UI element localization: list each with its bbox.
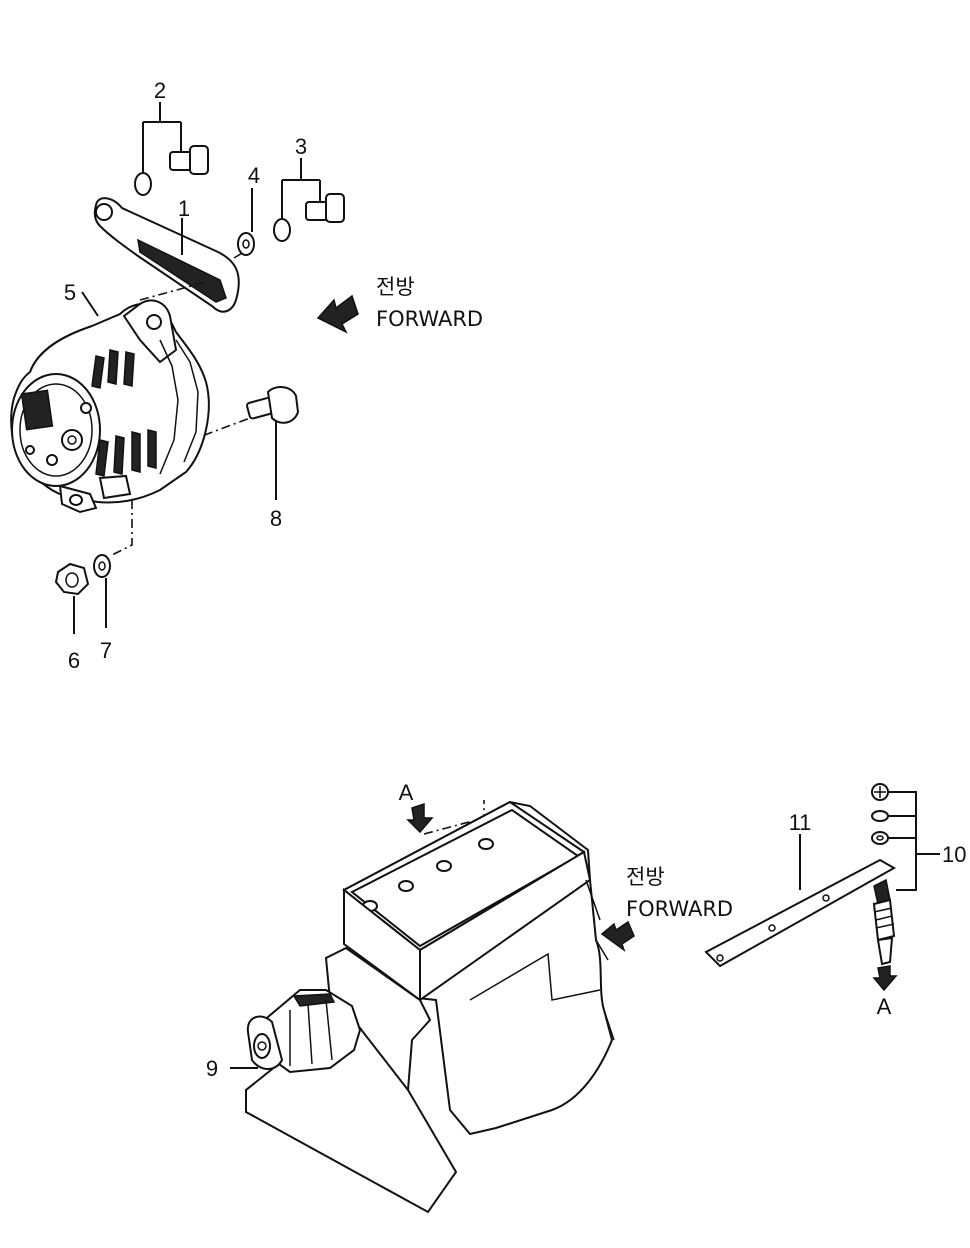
callout-10: 10 — [942, 842, 966, 867]
glow-plug-connector-11 — [704, 834, 897, 968]
bolt-8 — [246, 386, 300, 500]
glow-plug-set-10 — [871, 783, 940, 992]
callout-2: 2 — [154, 78, 166, 103]
alternator-5 — [10, 291, 210, 514]
forward-label-korean-bottom: 전방 — [626, 865, 665, 889]
alternator-assembly — [10, 102, 359, 634]
callout-6: 6 — [68, 648, 80, 673]
callout-4: 4 — [248, 163, 260, 188]
forward-arrow-icon — [316, 294, 359, 334]
washer-4 — [237, 188, 255, 256]
callout-1: 1 — [178, 196, 190, 221]
nut-6 — [54, 562, 90, 634]
callout-9: 9 — [206, 1056, 218, 1081]
adjusting-bracket-1 — [93, 197, 240, 313]
bolt-set-2 — [134, 102, 209, 196]
forward-label-english: FORWARD — [376, 307, 483, 331]
starter-motor-9 — [230, 989, 362, 1074]
view-marker-a-bottom: A — [877, 994, 892, 1019]
bolt-set-3 — [273, 158, 345, 242]
forward-label-english-bottom: FORWARD — [626, 897, 733, 921]
callout-5: 5 — [64, 280, 76, 305]
callout-8: 8 — [270, 506, 282, 531]
engine-assembly — [230, 783, 940, 1214]
callout-11: 11 — [789, 810, 812, 835]
forward-arrow-icon-bottom — [600, 920, 635, 952]
callout-7: 7 — [100, 638, 112, 663]
callout-3: 3 — [295, 134, 307, 159]
view-marker-a-top: A — [399, 780, 414, 805]
washer-7 — [93, 554, 111, 628]
forward-label-korean: 전방 — [376, 275, 415, 299]
